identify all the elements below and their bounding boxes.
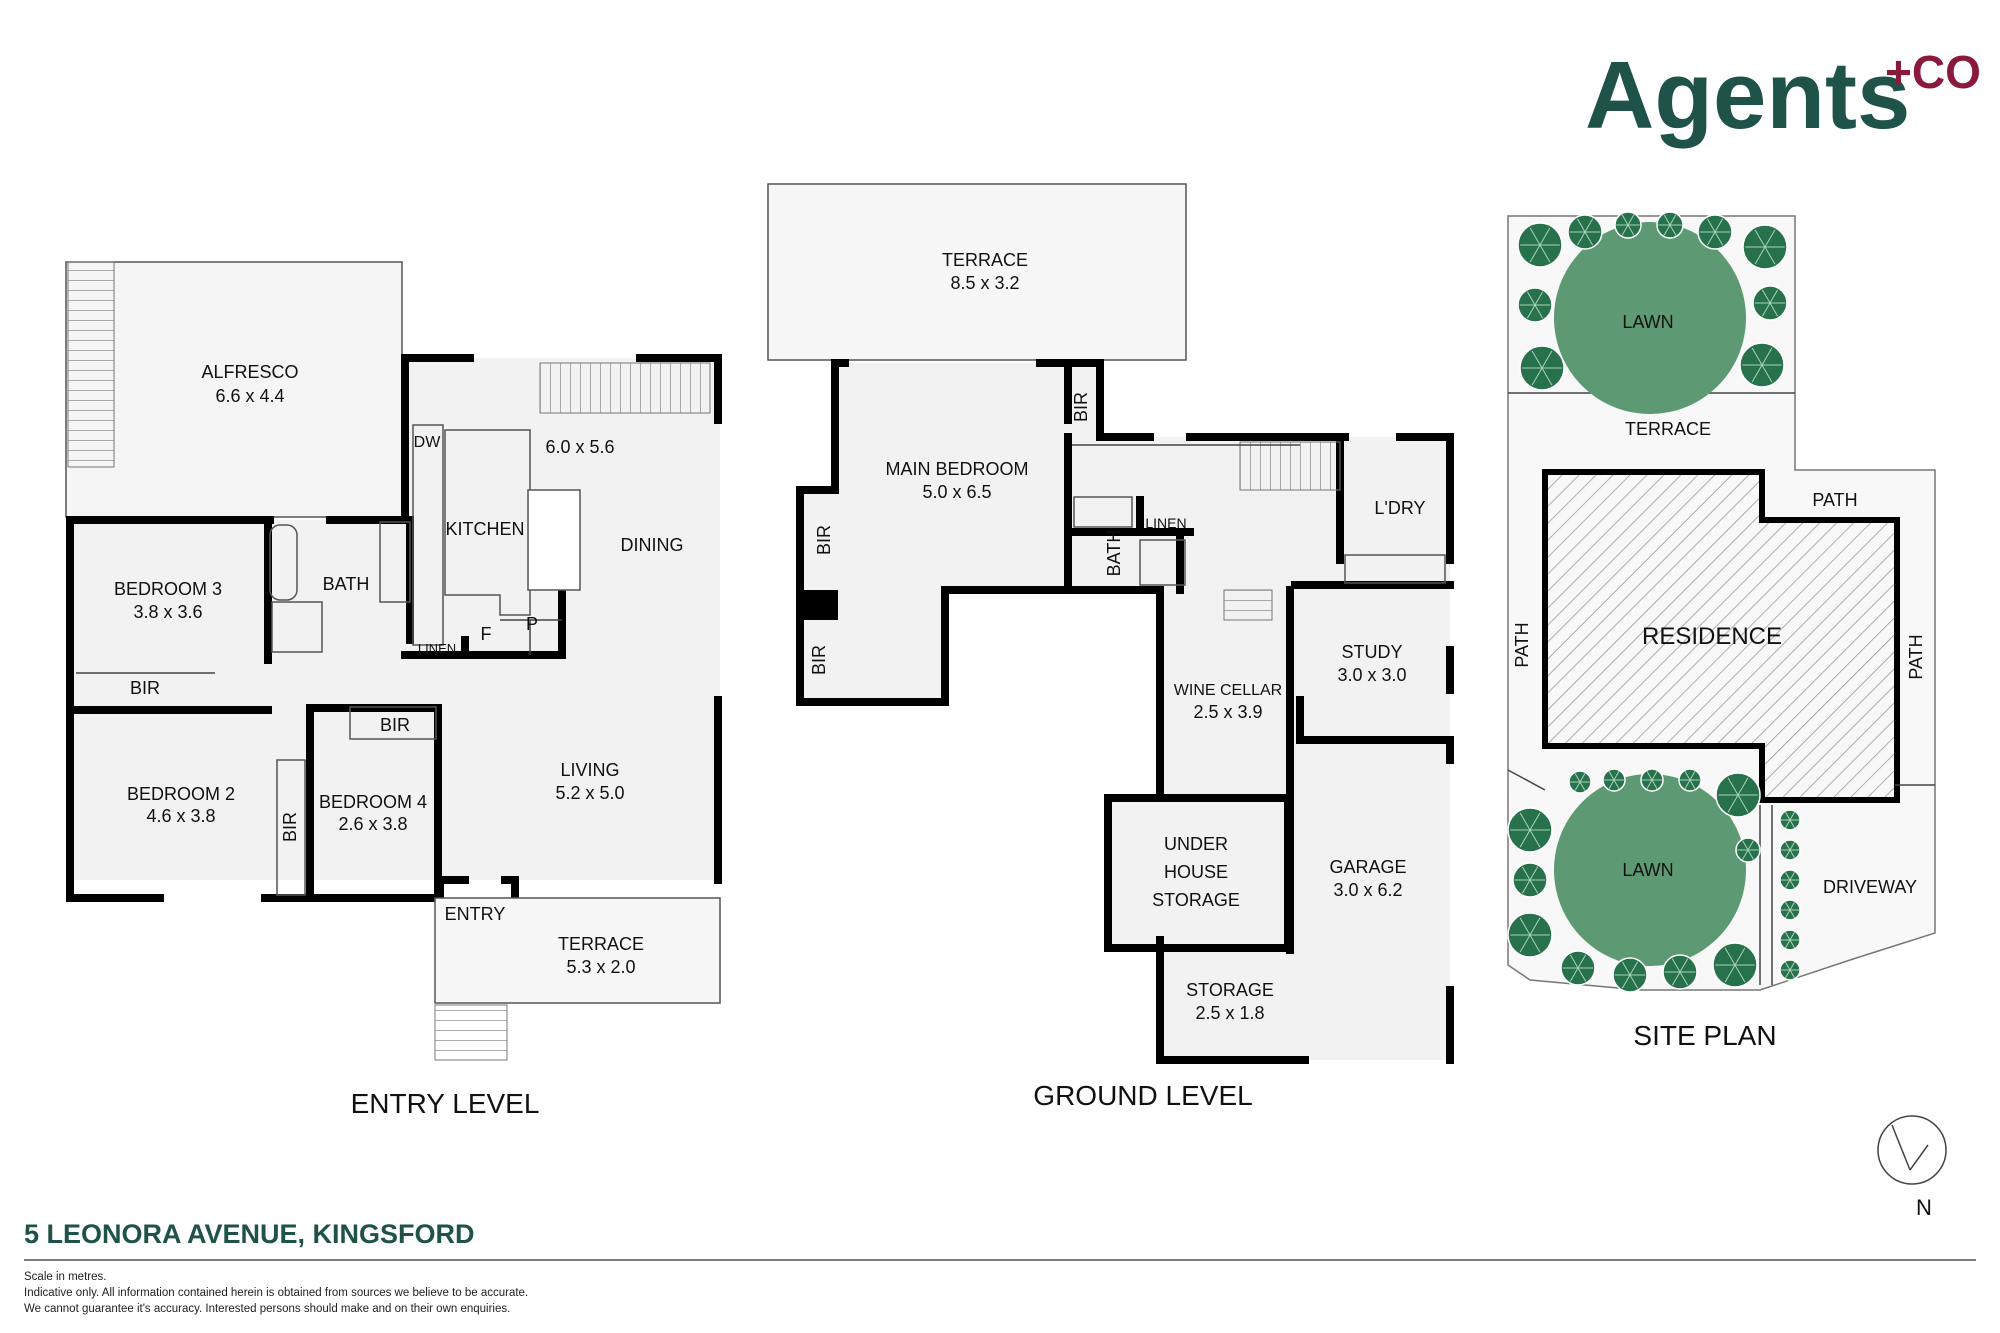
entry-terrace-label: TERRACE [558, 934, 644, 954]
ground-bath-label: BATH [1104, 530, 1124, 577]
entry-interior [70, 358, 720, 880]
bedroom4-label: BEDROOM 4 [319, 792, 427, 812]
ground-terrace-size: 8.5 x 3.2 [950, 273, 1019, 293]
ground-linen-label: LINEN [1145, 515, 1186, 531]
site-terrace-label: TERRACE [1625, 419, 1711, 439]
north-compass: N [1877, 1115, 1947, 1220]
wine-cellar-label: WINE CELLAR [1174, 682, 1282, 699]
site-lawn-top-label: LAWN [1622, 312, 1673, 332]
entry-linen-label: LINEN [418, 641, 456, 656]
ground-terrace-area [767, 183, 1187, 361]
bedroom2-label: BEDROOM 2 [127, 784, 235, 804]
entry-terrace-size: 5.3 x 2.0 [566, 957, 635, 977]
storage-size: 2.5 x 1.8 [1195, 1003, 1264, 1023]
under-house-line1: UNDER [1164, 834, 1228, 854]
trees [1507, 211, 1801, 993]
dw-label: DW [414, 434, 442, 451]
main-bedroom-size: 5.0 x 6.5 [922, 482, 991, 502]
site-path-left-label: PATH [1512, 622, 1532, 667]
site-plan: LAWN TERRACE PATH PATH PATH RESIDENCE LA… [1507, 211, 1936, 1051]
storage-label: STORAGE [1186, 980, 1274, 1000]
garage-label: GARAGE [1329, 857, 1406, 877]
entry-label: ENTRY [445, 904, 506, 924]
garage-size: 3.0 x 6.2 [1333, 880, 1402, 900]
compass-circle [1877, 1115, 1947, 1185]
ground-terrace-label: TERRACE [942, 250, 1028, 270]
ground-level-plan: TERRACE 8.5 x 3.2 MAIN BEDROOM 5.0 x 6.5… [767, 183, 1454, 1111]
driveway-label: DRIVEWAY [1823, 877, 1917, 897]
bedroom3-bir-label: BIR [130, 678, 160, 698]
fridge-label: F [481, 624, 492, 644]
brand-suffix: +CO [1885, 46, 1981, 98]
under-house-line3: STORAGE [1152, 890, 1240, 910]
study-size: 3.0 x 3.0 [1337, 665, 1406, 685]
entry-bath-label: BATH [323, 574, 370, 594]
alfresco-stairs [67, 261, 115, 468]
bedroom2-size: 4.6 x 3.8 [146, 806, 215, 826]
residence-label: RESIDENCE [1642, 623, 1782, 650]
entry-terrace-area [434, 897, 721, 1004]
laundry-label: L'DRY [1374, 498, 1425, 518]
alfresco-label: ALFRESCO [201, 362, 298, 382]
main-bedroom-bir-top: BIR [1071, 392, 1091, 422]
brand-name: Agents [1585, 42, 1910, 149]
disclaimer-line-1: Scale in metres. [24, 1271, 106, 1283]
main-bedroom-bir-left: BIR [814, 525, 834, 555]
brand-logo: Agents +CO [1585, 42, 1981, 149]
under-house-line2: HOUSE [1164, 862, 1228, 882]
compass-north-label: N [1916, 1195, 1932, 1220]
entry-level-plan: ALFRESCO 6.6 x 4.4 6.0 x 5.6 DW KITCHEN … [65, 261, 722, 1119]
site-path-right-label: PATH [1906, 634, 1926, 679]
study-label: STUDY [1341, 642, 1402, 662]
disclaimer-line-2: Indicative only. All information contain… [24, 1287, 528, 1299]
site-path-top-label: PATH [1812, 490, 1857, 510]
lawn-top [1554, 222, 1746, 414]
dining-label: DINING [621, 535, 684, 555]
lawn-bottom [1554, 774, 1746, 966]
site-lawn-bottom-label: LAWN [1622, 860, 1673, 880]
main-bedroom-label: MAIN BEDROOM [885, 459, 1028, 479]
living-size: 5.2 x 5.0 [555, 783, 624, 803]
ground-level-title: GROUND LEVEL [1033, 1080, 1252, 1111]
entry-stairs [434, 1004, 508, 1061]
alfresco-size: 6.6 x 4.4 [215, 386, 284, 406]
residence-footprint [1542, 469, 1900, 803]
bedroom4-bir-label: BIR [380, 715, 410, 735]
kitchen-label: KITCHEN [445, 519, 524, 539]
kitchen-dining-size: 6.0 x 5.6 [545, 437, 614, 457]
wine-cellar-size: 2.5 x 3.9 [1193, 702, 1262, 722]
site-plan-title: SITE PLAN [1633, 1020, 1776, 1051]
bedroom4-size: 2.6 x 3.8 [338, 814, 407, 834]
property-address: 5 LEONORA AVENUE, KINGSFORD [24, 1219, 475, 1249]
bedroom2-bir-label: BIR [280, 812, 300, 842]
bedroom3-size: 3.8 x 3.6 [133, 602, 202, 622]
disclaimer-line-3: We cannot guarantee it's accuracy. Inter… [24, 1303, 510, 1315]
alfresco-area [65, 261, 403, 518]
main-bedroom-bir-bottom: BIR [809, 645, 829, 675]
entry-level-title: ENTRY LEVEL [351, 1088, 540, 1119]
pantry-label: P [526, 614, 538, 634]
bedroom3-label: BEDROOM 3 [114, 579, 222, 599]
living-label: LIVING [560, 760, 619, 780]
